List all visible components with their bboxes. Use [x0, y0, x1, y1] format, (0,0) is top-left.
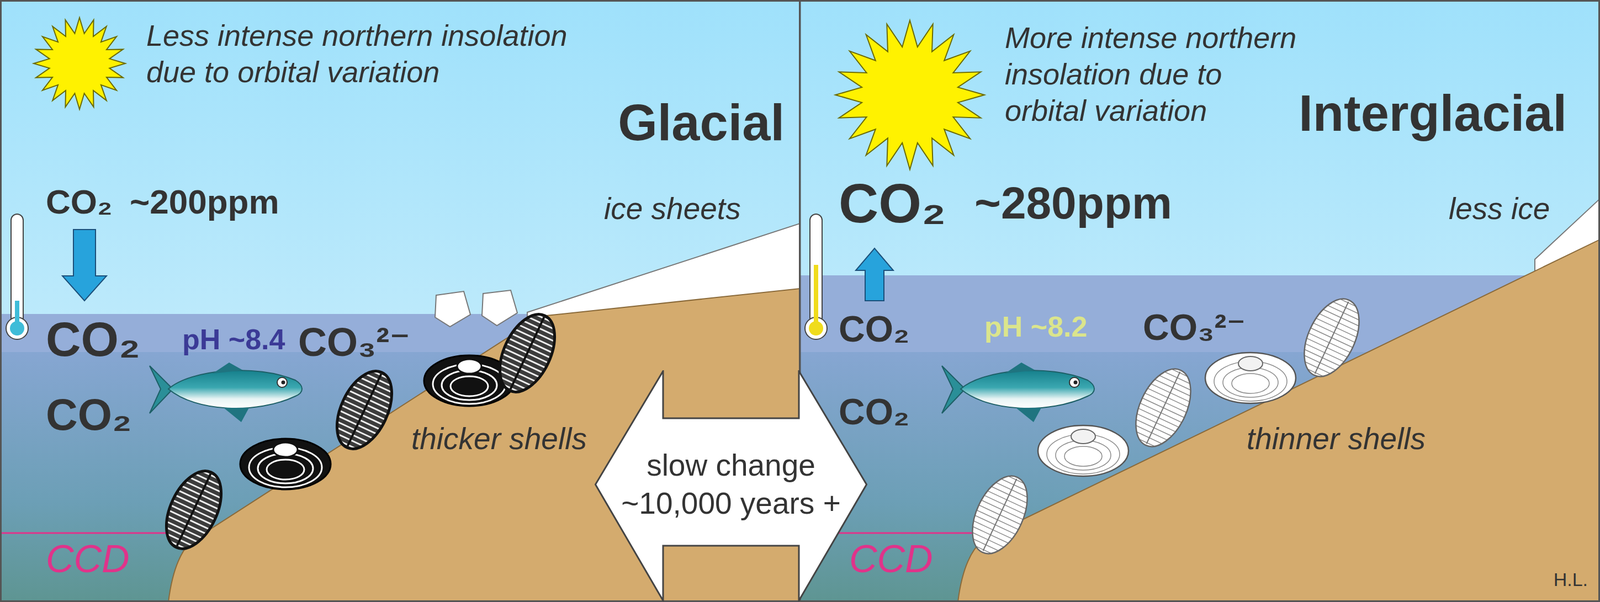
diatom-shell	[1124, 360, 1202, 455]
clam-shell	[240, 438, 331, 490]
fish-icon	[149, 362, 303, 423]
ppm-value: ~200ppm	[129, 181, 280, 223]
panel-border	[800, 1, 1600, 602]
interglacial-panel	[800, 0, 1600, 602]
ph-value: pH ~8.2	[984, 309, 1088, 344]
sun-icon	[835, 20, 985, 170]
down-arrow	[62, 229, 107, 301]
double-arrow-shape	[594, 370, 868, 602]
double-arrow: slow change ~10,000 years +	[594, 370, 868, 602]
co2-label: CO₂	[838, 390, 910, 434]
double-arrow-shape	[595, 371, 867, 602]
co2-label: CO₂	[45, 310, 141, 369]
co2-label: CO₂	[45, 388, 132, 442]
thermometer	[813, 265, 819, 329]
diatom-shell	[488, 305, 566, 401]
diatom-shell	[961, 467, 1039, 563]
carbonate-label: CO₃²⁻	[1142, 305, 1246, 350]
co2-label: CO₂	[838, 170, 946, 237]
clam-shell	[1205, 352, 1296, 404]
ppm-value: ~280ppm	[974, 176, 1173, 231]
shell-note: thinner shells	[1246, 420, 1426, 458]
diatom-shell	[155, 462, 233, 558]
sky	[800, 0, 1600, 602]
ccd-label: CCD	[849, 536, 934, 583]
period-title: Interglacial	[1298, 82, 1567, 144]
sun-icon	[33, 17, 126, 110]
sea-floor	[957, 239, 1600, 602]
period-title: Glacial	[617, 92, 785, 153]
arrow-label: slow change ~10,000 years +	[609, 446, 853, 523]
ph-value: pH ~8.4	[182, 322, 285, 357]
author-mark: H.L.	[1553, 568, 1588, 592]
ice-note: ice sheets	[604, 190, 741, 227]
ice-note: less ice	[1448, 190, 1550, 227]
ccd-label: CCD	[45, 536, 130, 583]
up-arrow	[855, 248, 894, 301]
co2-label: CO₂	[838, 307, 910, 352]
diatom-shell	[325, 362, 404, 458]
thermometer	[14, 300, 20, 329]
shell-note: thicker shells	[411, 420, 587, 458]
insolation-note: More intense northern insolation due to …	[1004, 19, 1305, 130]
insolation-note: Less intense northern insolation due to …	[146, 17, 588, 91]
ice-chunk	[435, 291, 471, 327]
ice-chunk	[481, 290, 518, 326]
clam-shell	[1037, 425, 1129, 477]
co2-label: CO₂	[45, 181, 113, 223]
fish-icon	[941, 362, 1095, 423]
carbonate-label: CO₃²⁻	[298, 318, 411, 367]
diatom-shell	[1293, 290, 1371, 385]
